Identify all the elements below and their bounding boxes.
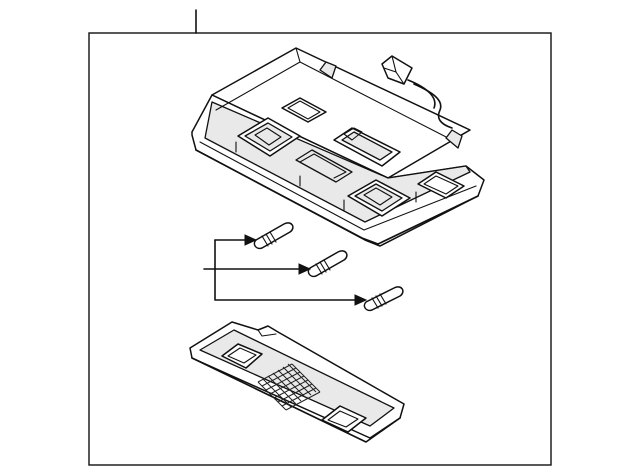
bulb-2 (307, 250, 348, 278)
arrow-head (354, 294, 368, 306)
lens-grille (257, 363, 321, 411)
wiring-connector (381, 55, 453, 129)
arrow-head (244, 234, 258, 246)
leader-lines (203, 234, 368, 306)
bulb-1 (253, 222, 294, 250)
bulb-3 (363, 286, 404, 312)
arrow-head (298, 263, 312, 275)
overhead-console-housing (191, 47, 485, 247)
center-switch-pocket (333, 127, 401, 167)
right-lamp-pocket (347, 179, 411, 217)
lens-cover (189, 321, 405, 443)
diagram-frame (88, 32, 552, 466)
left-lamp-pocket (237, 117, 301, 157)
